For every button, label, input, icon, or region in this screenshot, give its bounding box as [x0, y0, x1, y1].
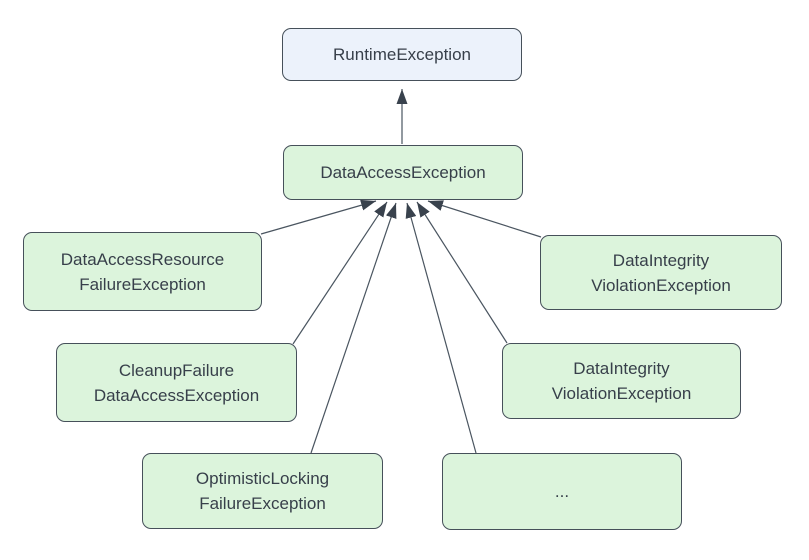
node-label: ...	[554, 482, 570, 501]
node-data-access-resource-failure-exception: DataAccessResource FailureException	[23, 232, 262, 311]
edge-resource-failure-to-dataaccess	[260, 199, 377, 235]
node-label: RuntimeException	[333, 45, 471, 64]
node-data-integrity-violation-exception-upper: DataIntegrity ViolationException	[540, 235, 782, 310]
node-label-line1: DataIntegrity	[573, 359, 670, 378]
node-optimistic-locking-failure-exception: OptimisticLocking FailureException	[142, 453, 383, 529]
node-runtime-exception: RuntimeException	[282, 28, 522, 81]
node-label-line2: DataAccessException	[93, 385, 260, 405]
node-label-line1: CleanupFailure	[118, 360, 235, 380]
node-label-line1: DataIntegrity	[612, 250, 710, 270]
edge-integrity-upper-to-dataaccess	[427, 200, 542, 238]
node-label-line1: OptimisticLocking	[195, 469, 330, 488]
node-data-integrity-violation-exception-lower: DataIntegrity ViolationException	[502, 343, 741, 419]
edge-integrity-lower-to-dataaccess	[416, 201, 508, 344]
node-label-line2: ViolationException	[591, 275, 731, 295]
node-label-line2: FailureException	[79, 274, 206, 294]
edge-optimistic-locking-to-dataaccess	[310, 202, 397, 454]
node-cleanup-failure-data-access-exception: CleanupFailure DataAccessException	[56, 343, 297, 422]
node-label: DataAccessException	[320, 163, 486, 182]
edge-cleanup-failure-to-dataaccess	[292, 201, 388, 345]
edge-ellipsis-to-dataaccess	[405, 202, 477, 454]
node-label-line1: DataAccessResource	[60, 249, 225, 269]
node-data-access-exception: DataAccessException	[283, 145, 523, 200]
node-label-line2: FailureException	[199, 494, 326, 513]
node-ellipsis: ...	[442, 453, 682, 530]
node-label-line2: ViolationException	[551, 384, 692, 403]
